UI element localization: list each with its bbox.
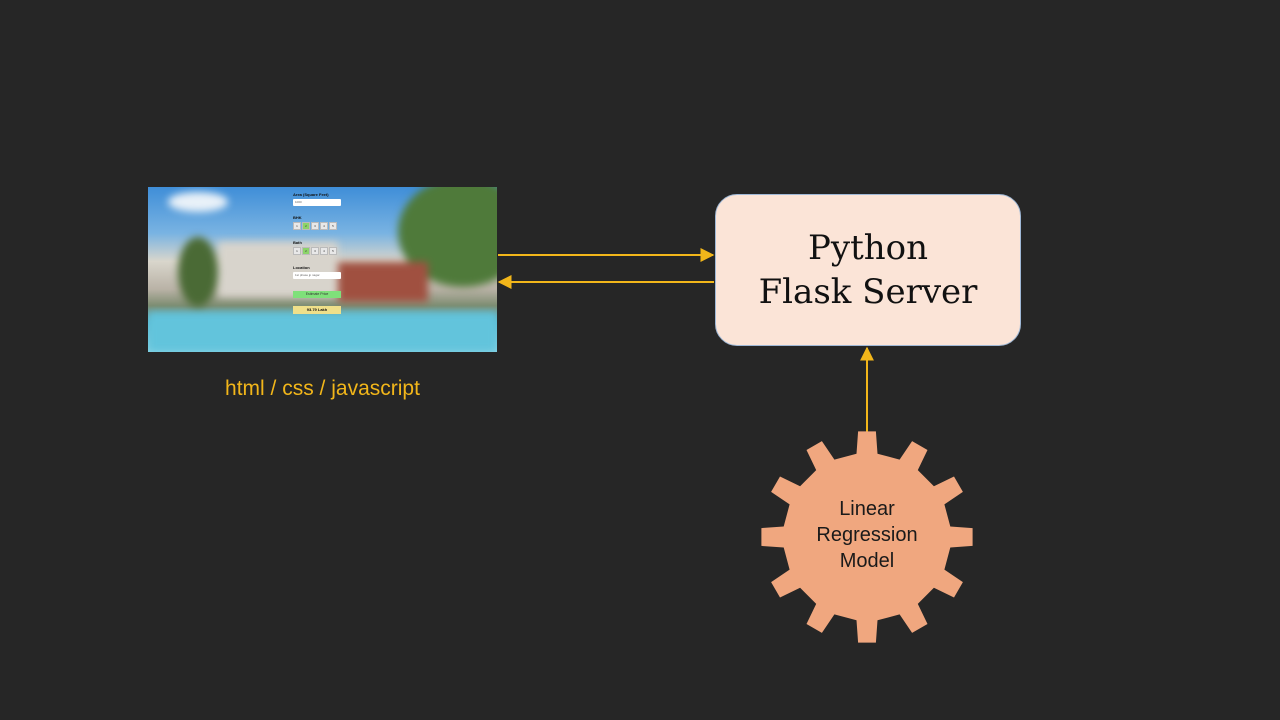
estimated-price-result: 93.79 Lakh bbox=[293, 306, 341, 314]
gear-icon bbox=[761, 431, 973, 643]
bath-option[interactable]: 3 bbox=[311, 247, 319, 255]
flask-server-box: Python Flask Server bbox=[715, 194, 1021, 346]
bath-option[interactable]: 1 bbox=[293, 247, 301, 255]
bath-option[interactable]: 4 bbox=[320, 247, 328, 255]
bhk-option[interactable]: 3 bbox=[311, 222, 319, 230]
bath-selector[interactable]: 1 2 3 4 5 bbox=[293, 247, 337, 255]
model-label: Linear Regression Model bbox=[816, 498, 918, 572]
bhk-option[interactable]: 4 bbox=[320, 222, 328, 230]
flask-server-label: Python Flask Server bbox=[758, 228, 978, 312]
area-input[interactable]: 1000 bbox=[293, 199, 341, 206]
bhk-option[interactable]: 5 bbox=[329, 222, 337, 230]
bhk-option-selected[interactable]: 2 bbox=[302, 222, 310, 230]
bhk-label: BHK bbox=[293, 215, 302, 220]
bath-option[interactable]: 5 bbox=[329, 247, 337, 255]
bath-option-selected[interactable]: 2 bbox=[302, 247, 310, 255]
client-caption: html / css / javascript bbox=[225, 377, 420, 400]
bhk-option[interactable]: 1 bbox=[293, 222, 301, 230]
estimate-price-button[interactable]: Estimate Price bbox=[293, 291, 341, 298]
bhk-selector[interactable]: 1 2 3 4 5 bbox=[293, 222, 337, 230]
location-select[interactable]: 1st phase jp nagar bbox=[293, 272, 341, 279]
bath-label: Bath bbox=[293, 240, 302, 245]
location-label: Location bbox=[293, 265, 310, 270]
area-label: Area (Square Feet) bbox=[293, 192, 329, 197]
web-ui-screenshot: Area (Square Feet) 1000 BHK 1 2 3 4 5 Ba… bbox=[148, 187, 497, 352]
